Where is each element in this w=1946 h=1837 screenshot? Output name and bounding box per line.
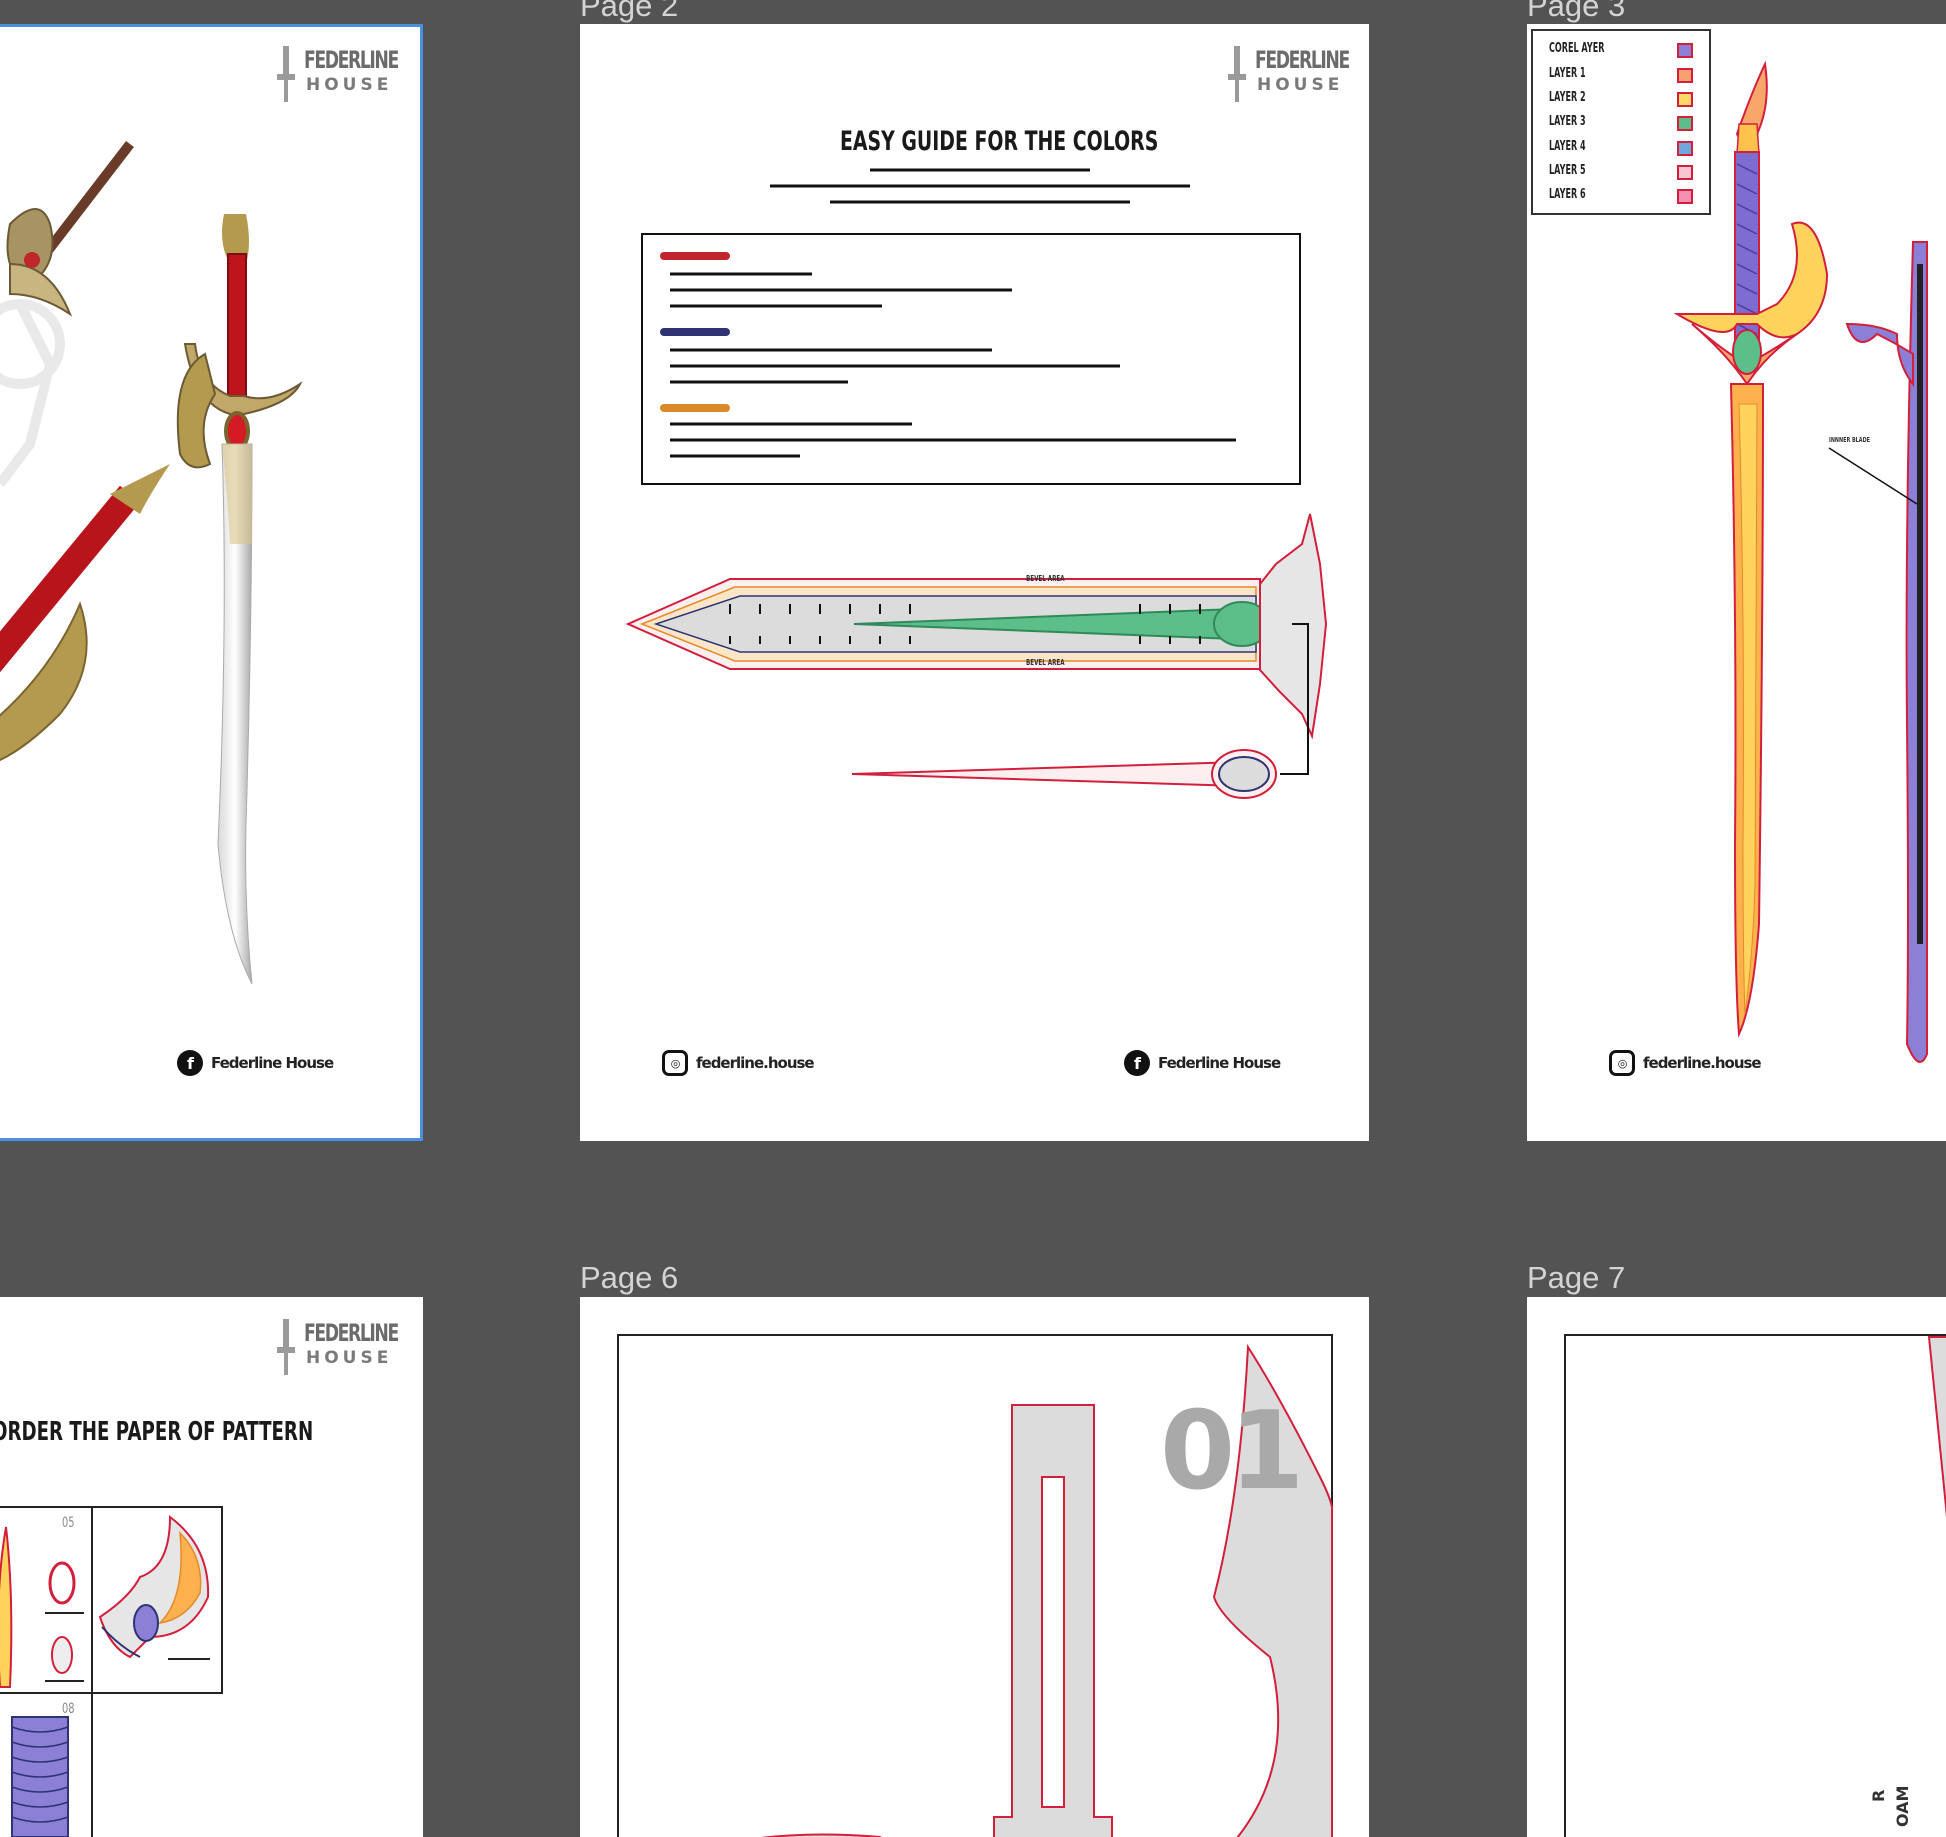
colored-sword-diagram	[1673, 60, 1928, 1063]
logo-bottom-text: HOUSE	[306, 75, 393, 95]
facebook-icon: f	[177, 1050, 203, 1076]
instagram-icon: ◎	[662, 1050, 688, 1076]
facebook-icon: f	[1124, 1050, 1150, 1076]
instagram-footer: ◎ federline.house	[1609, 1048, 1762, 1078]
legend-label-0: COREL AYER	[1549, 41, 1605, 56]
page-label-7: Page 7	[1527, 1260, 1626, 1295]
bevel-label-bottom: BEVEL AREA	[1026, 658, 1065, 667]
page-label-2: Page 2	[580, 0, 679, 23]
logo-top-text: FEDERLINE	[304, 1319, 399, 1347]
page-label-3: Page 3	[1527, 0, 1626, 23]
instagram-handle: federline.house	[1643, 1054, 1762, 1072]
instagram-footer: ◎ federline.house	[662, 1048, 815, 1078]
layer-legend: COREL AYER LAYER 1 LAYER 2 LAYER 3 LAYER…	[1531, 29, 1711, 215]
cell-number-05: 05	[62, 1515, 75, 1531]
facebook-handle: Federline House	[1158, 1054, 1281, 1072]
facebook-footer: f Federline House	[1124, 1048, 1281, 1078]
pattern-piece-07	[1564, 1334, 1946, 1837]
legend-swatch-4	[1677, 141, 1693, 156]
sword-logo-icon	[277, 1319, 295, 1375]
side-text-2: OAM	[1893, 1785, 1912, 1827]
facebook-handle: Federline House	[211, 1054, 334, 1072]
page-1-thumbnail[interactable]: FEDERLINE HOUSE f Federline House	[0, 24, 423, 1141]
logo-bottom-text: HOUSE	[1257, 75, 1344, 95]
cell-number-08: 08	[62, 1701, 75, 1717]
federline-logo: FEDERLINE HOUSE	[272, 44, 412, 104]
page-3-thumbnail[interactable]: COREL AYER LAYER 1 LAYER 2 LAYER 3 LAYER…	[1527, 24, 1946, 1141]
legend-swatch-5	[1677, 165, 1693, 180]
page-2-thumbnail[interactable]: FEDERLINE HOUSE EASY GUIDE FOR THE COLOR…	[580, 24, 1369, 1141]
sword-logo-icon	[1228, 46, 1246, 102]
page-5-thumbnail[interactable]: FEDERLINE HOUSE ORDER THE PAPER OF PATTE…	[0, 1297, 423, 1837]
legend-swatch-3	[1677, 116, 1693, 131]
logo-top-text: FEDERLINE	[304, 46, 399, 74]
legend-swatch-0	[1677, 43, 1693, 58]
sword-illustration	[0, 140, 303, 985]
legend-label-1: LAYER 1	[1549, 66, 1586, 81]
sword-logo-icon	[277, 46, 295, 102]
federline-logo: FEDERLINE HOUSE	[1223, 44, 1363, 104]
pattern-piece-01	[617, 1334, 1333, 1837]
pattern-grid	[0, 1506, 223, 1837]
side-text: R	[1869, 1789, 1888, 1802]
legend-label-6: LAYER 6	[1549, 187, 1586, 202]
legend-label-3: LAYER 3	[1549, 114, 1586, 129]
page-heading: EASY GUIDE FOR THE COLORS	[840, 126, 1159, 157]
page-heading: ORDER THE PAPER OF PATTERN	[0, 1417, 314, 1447]
logo-bottom-text: HOUSE	[306, 1348, 393, 1368]
color-guide-diagram	[625, 168, 1328, 799]
legend-swatch-2	[1677, 92, 1693, 107]
pattern-number: 01	[1160, 1389, 1304, 1514]
callout-label: INNNER BLADE	[1829, 436, 1871, 444]
instagram-handle: federline.house	[696, 1054, 815, 1072]
logo-top-text: FEDERLINE	[1255, 46, 1350, 74]
legend-label-4: LAYER 4	[1549, 139, 1586, 154]
legend-swatch-1	[1677, 68, 1693, 83]
legend-label-5: LAYER 5	[1549, 163, 1586, 178]
page-6-thumbnail[interactable]: 01	[580, 1297, 1369, 1837]
legend-swatch-6	[1677, 189, 1693, 204]
bevel-label-top: BEVEL AREA	[1026, 574, 1065, 583]
federline-logo: FEDERLINE HOUSE	[272, 1317, 412, 1377]
legend-label-2: LAYER 2	[1549, 90, 1586, 105]
instagram-icon: ◎	[1609, 1050, 1635, 1076]
facebook-footer: f Federline House	[177, 1048, 334, 1078]
page-7-thumbnail[interactable]: R OAM	[1527, 1297, 1946, 1837]
page-label-6: Page 6	[580, 1260, 679, 1295]
